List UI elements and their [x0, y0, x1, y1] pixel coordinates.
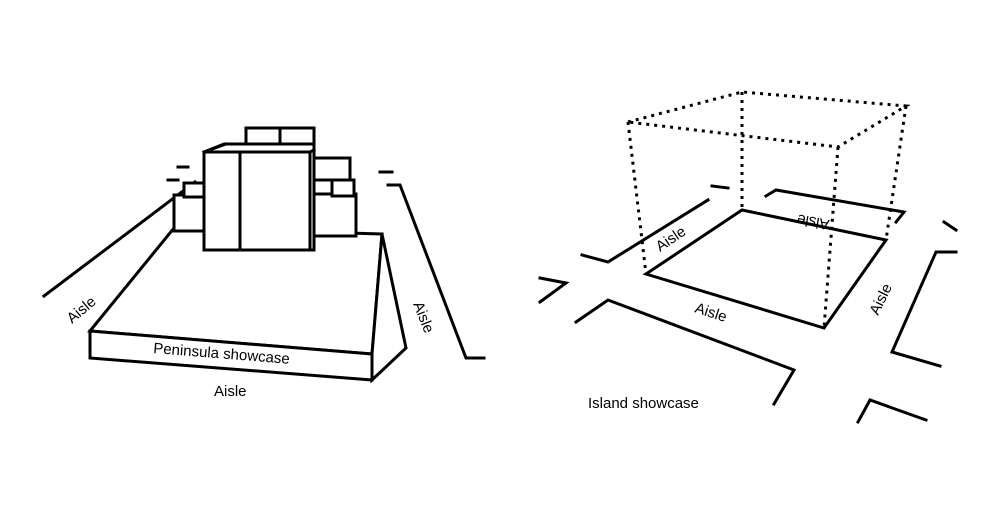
- peninsula-right-aisle-line: [378, 170, 486, 360]
- island-floor: [642, 208, 889, 330]
- peninsula-platform-side: [370, 233, 408, 384]
- peninsula-back-block-left: [172, 193, 208, 233]
- peninsula-main-box-corner: [307, 147, 317, 155]
- peninsula-main-box-edge: [202, 142, 228, 154]
- island-mark-right: [941, 219, 959, 233]
- island-diagram: Aisle Aisle Aisle Aisle Island showcase: [537, 90, 959, 425]
- island-aisle-back-left-line: [580, 197, 711, 264]
- peninsula-aisle-front-label: Aisle: [214, 383, 247, 400]
- peninsula-aisle-left-label: Aisle: [64, 293, 100, 327]
- island-aisle-back-right-line: [763, 188, 907, 225]
- peninsula-mid-block-right: [310, 156, 352, 182]
- island-box-top: [627, 90, 911, 149]
- island-aisle-front-line: [573, 298, 797, 407]
- island-corner-left: [537, 276, 570, 305]
- island-corner-bottom-right: [855, 398, 928, 425]
- island-mark-top-left: [710, 184, 730, 190]
- peninsula-step-right: [330, 178, 356, 198]
- island-title: Island showcase: [588, 395, 699, 412]
- peninsula-step-left: [182, 181, 206, 199]
- peninsula-main-box: [202, 150, 312, 252]
- island-aisle-right-label: Aisle: [866, 281, 896, 318]
- peninsula-left-marks: [166, 165, 190, 182]
- peninsula-diagram: Aisle Aisle Peninsula showcase Aisle: [41, 126, 486, 400]
- peninsula-aisle-right-label: Aisle: [409, 299, 437, 336]
- island-aisle-front-label: Aisle: [693, 300, 729, 326]
- island-edge-front-right: [822, 146, 840, 329]
- peninsula-left-aisle-line: [41, 179, 198, 299]
- island-aisle-right-line: [889, 250, 958, 368]
- island-edge-back-right: [884, 105, 908, 241]
- island-aisle-back-right-label: Aisle: [796, 210, 831, 232]
- island-edge-front-left: [626, 121, 648, 275]
